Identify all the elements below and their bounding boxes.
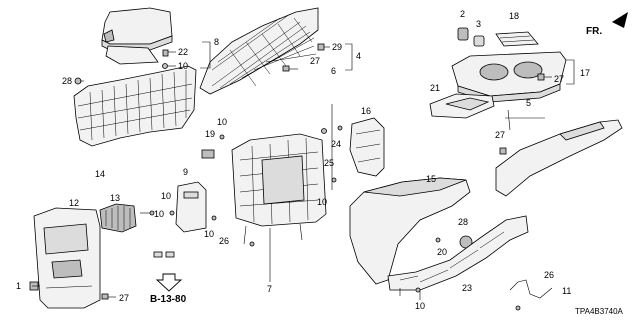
- mat-21: [429, 93, 495, 119]
- callout-5: 5: [526, 98, 531, 108]
- lower-console-15: [349, 177, 471, 285]
- reference-label: B-13-80: [150, 294, 187, 305]
- clip-27-rear: [101, 293, 109, 300]
- callout-2: 2: [460, 9, 465, 19]
- console-frame: [231, 133, 327, 245]
- callout-22: 22: [178, 47, 188, 57]
- callout-17: 17: [580, 68, 590, 78]
- callout-9: 9: [183, 167, 188, 177]
- trim-panel-5: [495, 119, 623, 197]
- clip-29: [317, 43, 325, 51]
- callout-12: 12: [69, 198, 79, 208]
- callout-8: 8: [214, 37, 219, 47]
- callout-21: 21: [430, 83, 440, 93]
- callout-6: 6: [331, 66, 336, 76]
- screw-22: [162, 49, 169, 57]
- callout-29: 29: [332, 42, 342, 52]
- callout-27-b: 27: [554, 74, 564, 84]
- callout-14: 14: [95, 169, 105, 179]
- diagram-code: TPA4B3740A: [575, 307, 624, 316]
- callout-11: 11: [562, 286, 571, 296]
- module-9: [175, 181, 207, 233]
- leader-lines: [32, 41, 575, 300]
- callout-7: 7: [267, 284, 272, 294]
- callout-3: 3: [476, 19, 481, 29]
- callout-27-d: 27: [119, 293, 129, 303]
- callout-10-b: 10: [217, 117, 227, 127]
- armrest-lid: [101, 7, 173, 65]
- callout-10-d: 10: [204, 229, 214, 239]
- switch-19: [201, 149, 215, 159]
- callout-15: 15: [426, 174, 436, 184]
- front-direction-arrow: [612, 12, 628, 28]
- tray-18: [495, 31, 539, 47]
- grille-13: [99, 203, 137, 233]
- callout-4: 4: [356, 51, 361, 61]
- clip-27-cup: [537, 73, 545, 81]
- clip-10-top: [162, 63, 168, 69]
- side-panel-right: [199, 7, 319, 95]
- callout-28-b: 28: [458, 217, 468, 227]
- knob-3: [473, 35, 485, 47]
- callout-27-c: 27: [495, 130, 505, 140]
- callout-10-c: 10: [161, 191, 171, 201]
- callout-28-a: 28: [62, 76, 72, 86]
- callout-25: 25: [324, 158, 334, 168]
- callout-19: 19: [205, 129, 215, 139]
- callout-26-b: 26: [544, 270, 554, 280]
- callout-1: 1: [16, 281, 21, 291]
- callout-16: 16: [361, 106, 371, 116]
- rear-panel-12: [33, 207, 101, 309]
- plugs-small: [153, 251, 175, 258]
- callout-27-a: 27: [310, 56, 320, 66]
- callout-26-a: 26: [219, 236, 229, 246]
- clip-27-top: [282, 65, 290, 72]
- callout-10-a: 10: [178, 61, 188, 71]
- clip-27-trim: [499, 147, 507, 155]
- direction-label: FR.: [586, 26, 602, 37]
- side-panel-left: [73, 65, 197, 147]
- callout-20: 20: [437, 247, 447, 257]
- callout-24: 24: [331, 139, 341, 149]
- callout-10-g: 10: [154, 209, 164, 219]
- cable-11: [509, 279, 553, 311]
- reference-arrow: [155, 273, 183, 292]
- callout-10-e: 10: [317, 197, 327, 207]
- callout-13: 13: [110, 193, 120, 203]
- callout-10-f: 10: [415, 301, 425, 311]
- knob-2: [457, 27, 469, 41]
- callout-18: 18: [509, 11, 519, 21]
- bracket-16: [349, 117, 385, 177]
- callout-labels: 1 2 3 4 5 6 7 8 9 10 10 10 10 10 10 10 1…: [16, 9, 624, 316]
- callout-23: 23: [462, 283, 472, 293]
